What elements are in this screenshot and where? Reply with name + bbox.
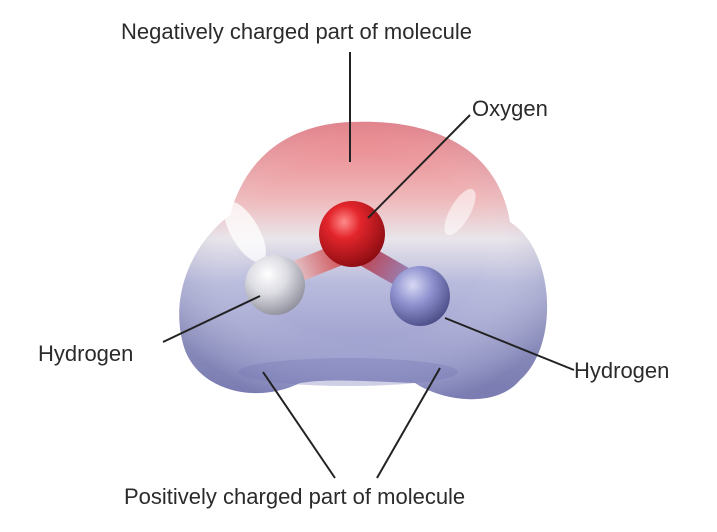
leader-positive-right [376,367,441,479]
surface-highlight [224,201,266,263]
positive-part-label: Positively charged part of molecule [124,484,466,509]
hydrogen-left-label: Hydrogen [38,341,134,366]
oxygen-label: Oxygen [472,96,548,121]
leader-hydrogen-right [444,317,575,371]
hydrogen-right-label: Hydrogen [574,358,670,383]
hydrogen-atom-left [245,255,305,315]
leader-oxygen [367,114,471,219]
leader-hydrogen-left [162,295,261,343]
surface-shadow [238,358,458,386]
leader-positive-left [262,371,336,479]
surface-highlight [444,188,476,236]
negative-part-label: Negatively charged part of molecule [121,19,472,44]
hydrogen-atom-right [390,266,450,326]
